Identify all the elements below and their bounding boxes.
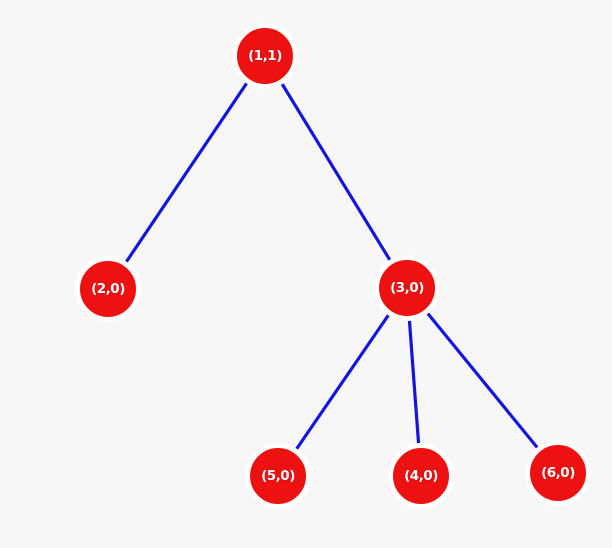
node-label: (2,0)	[91, 281, 125, 297]
tree-edge-3-6	[405, 286, 560, 475]
node-label: (3,0)	[390, 280, 424, 296]
tree-node-1: (1,1)	[232, 23, 298, 89]
node-label: (5,0)	[261, 468, 295, 484]
tree-edge-1-2	[106, 54, 267, 291]
node-label: (6,0)	[541, 465, 575, 481]
node-label: (4,0)	[404, 468, 438, 484]
tree-edge-3-5	[276, 286, 409, 478]
tree-node-3: (3,0)	[374, 255, 440, 321]
tree-node-6: (6,0)	[525, 440, 591, 506]
node-label: (1,1)	[248, 48, 282, 64]
tree-node-5: (5,0)	[245, 443, 311, 509]
tree-node-4: (4,0)	[388, 443, 454, 509]
tree-edge-1-3	[263, 54, 409, 290]
tree-node-2: (2,0)	[75, 256, 141, 322]
